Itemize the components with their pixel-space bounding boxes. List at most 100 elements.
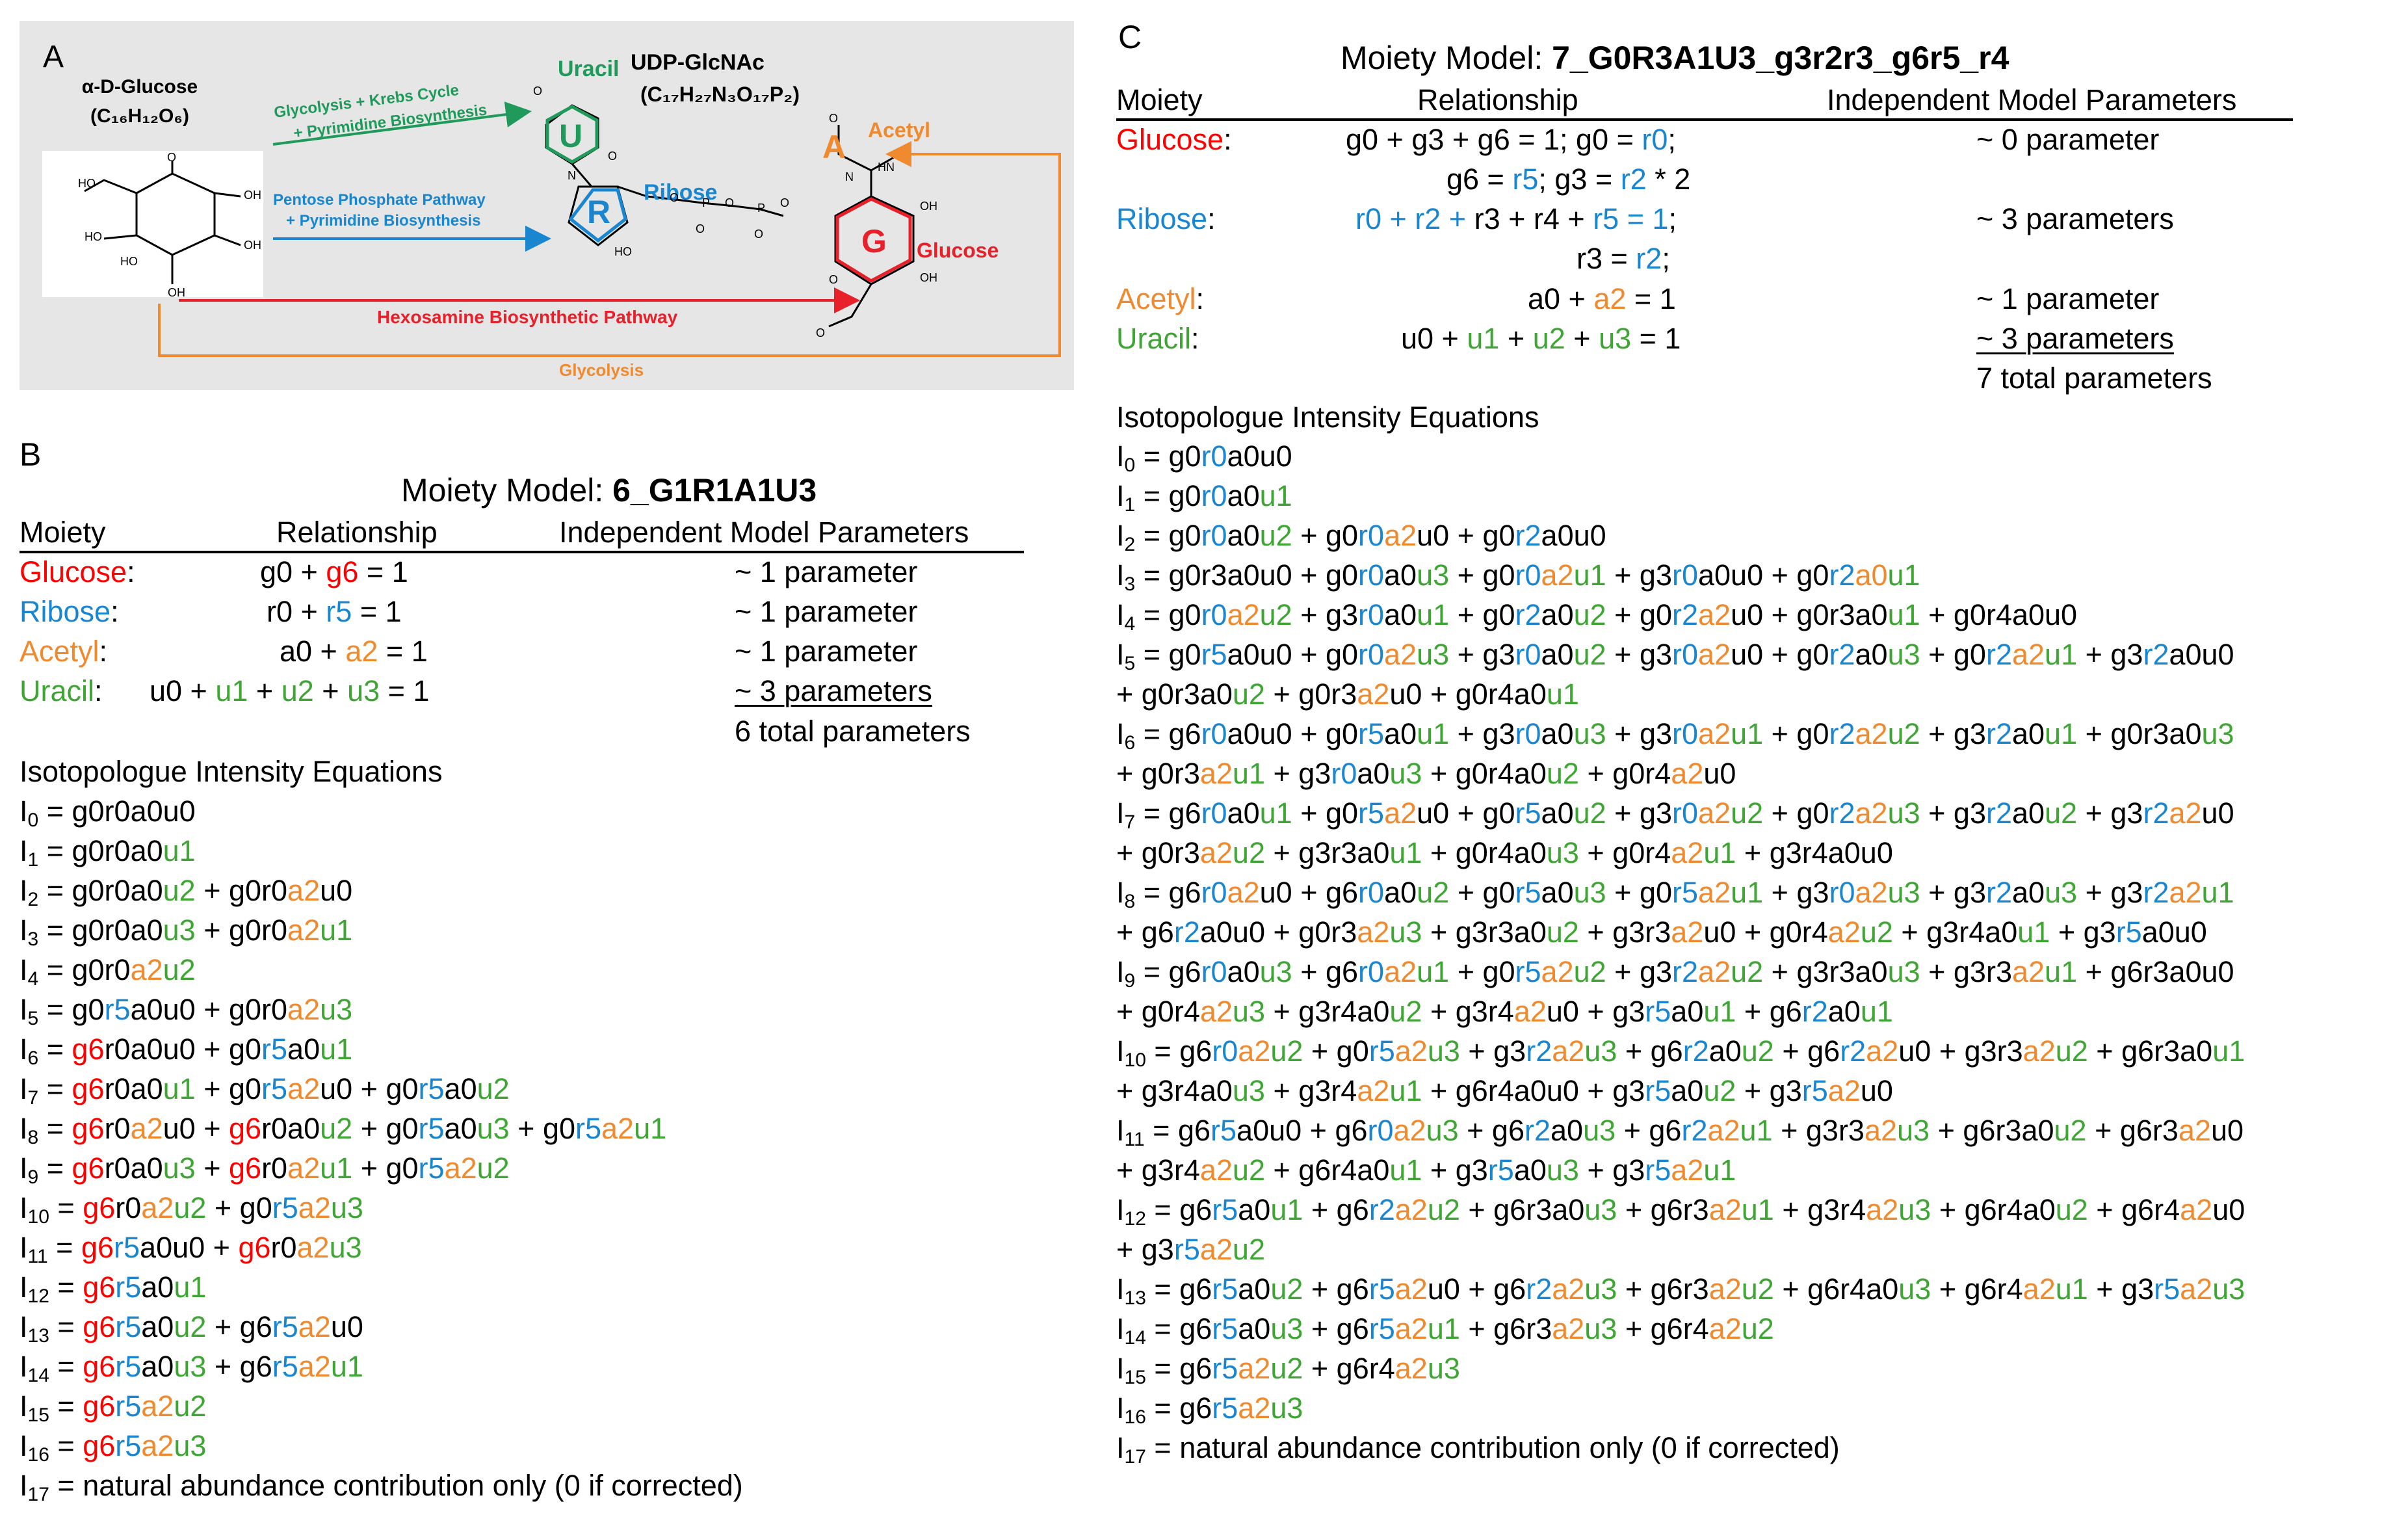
equation-term: + g0 — [1303, 1034, 1369, 1068]
equation-term: r5 = 1 — [1593, 202, 1669, 235]
equation-term: u2 — [2054, 1114, 2087, 1147]
equation-term: r2 — [1985, 638, 2012, 671]
atom-label: O — [696, 222, 705, 235]
panel-b-title: Moiety Model: 6_G1R1A1U3 — [401, 471, 817, 509]
equation-term: r5 — [1801, 1074, 1828, 1107]
isotopologue-equation: I12 = g6r5a0u1 — [20, 1268, 206, 1307]
equation-term: g6 — [83, 1271, 116, 1304]
equation-term: r5 — [1368, 1034, 1395, 1068]
equation-term: u1 — [1731, 717, 1764, 750]
equation-term: + g3 — [2077, 638, 2143, 671]
equation-term: + — [313, 674, 348, 707]
equation-term: a0 — [1238, 1312, 1271, 1345]
equation-term: a2 — [1593, 282, 1627, 315]
orange-pathway-arrow — [158, 141, 1061, 357]
equation-term: r2 — [1681, 1114, 1708, 1147]
equation-term: u1 — [1573, 559, 1606, 592]
equation-term: a0 — [1855, 559, 1888, 592]
moiety-row-label: Glucose: — [20, 553, 135, 592]
equation-term: + g0 — [1449, 876, 1515, 909]
atom-label: O — [167, 151, 177, 164]
glucose-moiety-label: Glucose — [917, 239, 999, 262]
equation-term: a2 — [287, 1072, 321, 1105]
equation-term: + g3r4a0 — [1264, 995, 1390, 1028]
equation-term: r0 — [1367, 1114, 1394, 1147]
equation-term: r5 — [272, 1350, 298, 1383]
equation-term: a2 — [1541, 559, 1574, 592]
equation-term: u0 — [1703, 757, 1736, 790]
equation-term: a0 — [1357, 757, 1390, 790]
equation-term: a0 — [1671, 1074, 1704, 1107]
equation-term: g0 — [1168, 519, 1201, 552]
equation-term: g0 — [1168, 638, 1201, 671]
isotopologue-equation: I2 = g0r0a0u2 + g0r0a2u0 + g0r2a0u0 — [1116, 516, 1606, 555]
equation-term: + g6r3 — [1617, 1193, 1709, 1226]
equation-term: a2 — [298, 1191, 331, 1224]
moiety-name: Ribose — [1116, 202, 1208, 235]
moiety-row-label: Uracil: — [20, 672, 103, 711]
equation-term: u1 — [2045, 955, 2078, 988]
equation-term: a2 — [1394, 1034, 1428, 1068]
equation-term: a0 — [1541, 876, 1574, 909]
equation-term: a0u0 + g6 — [1237, 1114, 1368, 1147]
moiety-row-label: Ribose: — [1116, 200, 1216, 239]
equation-term: u2 — [1232, 1153, 1265, 1187]
equation-term: a2 — [287, 1152, 321, 1185]
equation-term: u0 — [2201, 797, 2234, 830]
equation-term: = 1 — [378, 635, 428, 668]
equation-term: u3 — [174, 1429, 207, 1462]
equation-term: a2 — [1394, 1352, 1428, 1385]
intensity-symbol: I17 = — [20, 1469, 83, 1505]
equation-term: + g3 — [1736, 1074, 1802, 1107]
equation-term: r0 — [1201, 440, 1227, 473]
moiety-relationship: u0 + u1 + u2 + u3 = 1 — [1401, 319, 1681, 358]
equation-term: + g3 — [1459, 1034, 1526, 1068]
equation-term: g6 — [1168, 717, 1201, 750]
intensity-symbol: I13 = — [1116, 1272, 1180, 1309]
moiety-colon: : — [99, 635, 108, 668]
u-letter: U — [559, 118, 583, 154]
equation-term: + g3 — [1264, 757, 1331, 790]
equation-term: + g3r4a0u0 — [1736, 836, 1893, 869]
equation-term: u1 — [1740, 1114, 1773, 1147]
equation-term: a0 — [1384, 876, 1417, 909]
equation-term: a2 — [1384, 797, 1417, 830]
equation-term: r5 — [1512, 163, 1539, 196]
equation-term: u0 — [1860, 1074, 1893, 1107]
equation-term: u3 — [1583, 1114, 1616, 1147]
equation-term: r5 — [261, 1033, 288, 1066]
equation-term: + g0 — [1292, 519, 1359, 552]
equation-term: ; — [1668, 202, 1677, 235]
intensity-symbol: I4 = — [1116, 598, 1169, 635]
equation-term: u3 — [347, 674, 380, 707]
intensity-symbol: I8 = — [20, 1112, 72, 1148]
equation-term: a2 — [2178, 1114, 2211, 1147]
equation-term: a0 — [1855, 638, 1888, 671]
equation-term: + g6r4 — [1617, 1312, 1709, 1345]
equation-term: a2 — [1855, 797, 1888, 830]
intensity-symbol: I11 = — [1116, 1114, 1178, 1150]
moiety-name: Acetyl — [20, 635, 99, 668]
equation-term: u1 — [1703, 995, 1736, 1028]
atom-label: OH — [244, 189, 261, 202]
isotopologue-equation: I2 = g0r0a0u2 + g0r0a2u0 — [20, 871, 352, 910]
moiety-name: Acetyl — [1116, 282, 1196, 315]
atom-label: P — [702, 196, 711, 209]
equation-term: r2 — [1840, 1034, 1866, 1068]
equation-term: a0 — [1671, 995, 1704, 1028]
equation-term: u3 — [2045, 876, 2078, 909]
equation-term: + g3 — [1606, 955, 1673, 988]
equation-term: a2 — [287, 993, 321, 1026]
intensity-symbol: I13 = — [20, 1310, 83, 1347]
equation-term: r5 — [1515, 876, 1541, 909]
equation-term: a0 — [1551, 1114, 1584, 1147]
equation-term: + g3r3a0 — [1422, 916, 1547, 949]
intensity-symbol: I5 = — [1116, 638, 1169, 674]
equation-term: u1 — [174, 1271, 207, 1304]
equation-term: u1 — [320, 914, 353, 947]
isotopologue-equation: I7 = g6r0a0u1 + g0r5a2u0 + g0r5a0u2 — [20, 1070, 510, 1109]
atom-label: O — [533, 85, 543, 98]
moiety-relationship: g0 + g6 = 1 — [260, 553, 408, 592]
equation-term: u3 — [1599, 322, 1632, 355]
equation-term: + g0 — [1920, 638, 1986, 671]
